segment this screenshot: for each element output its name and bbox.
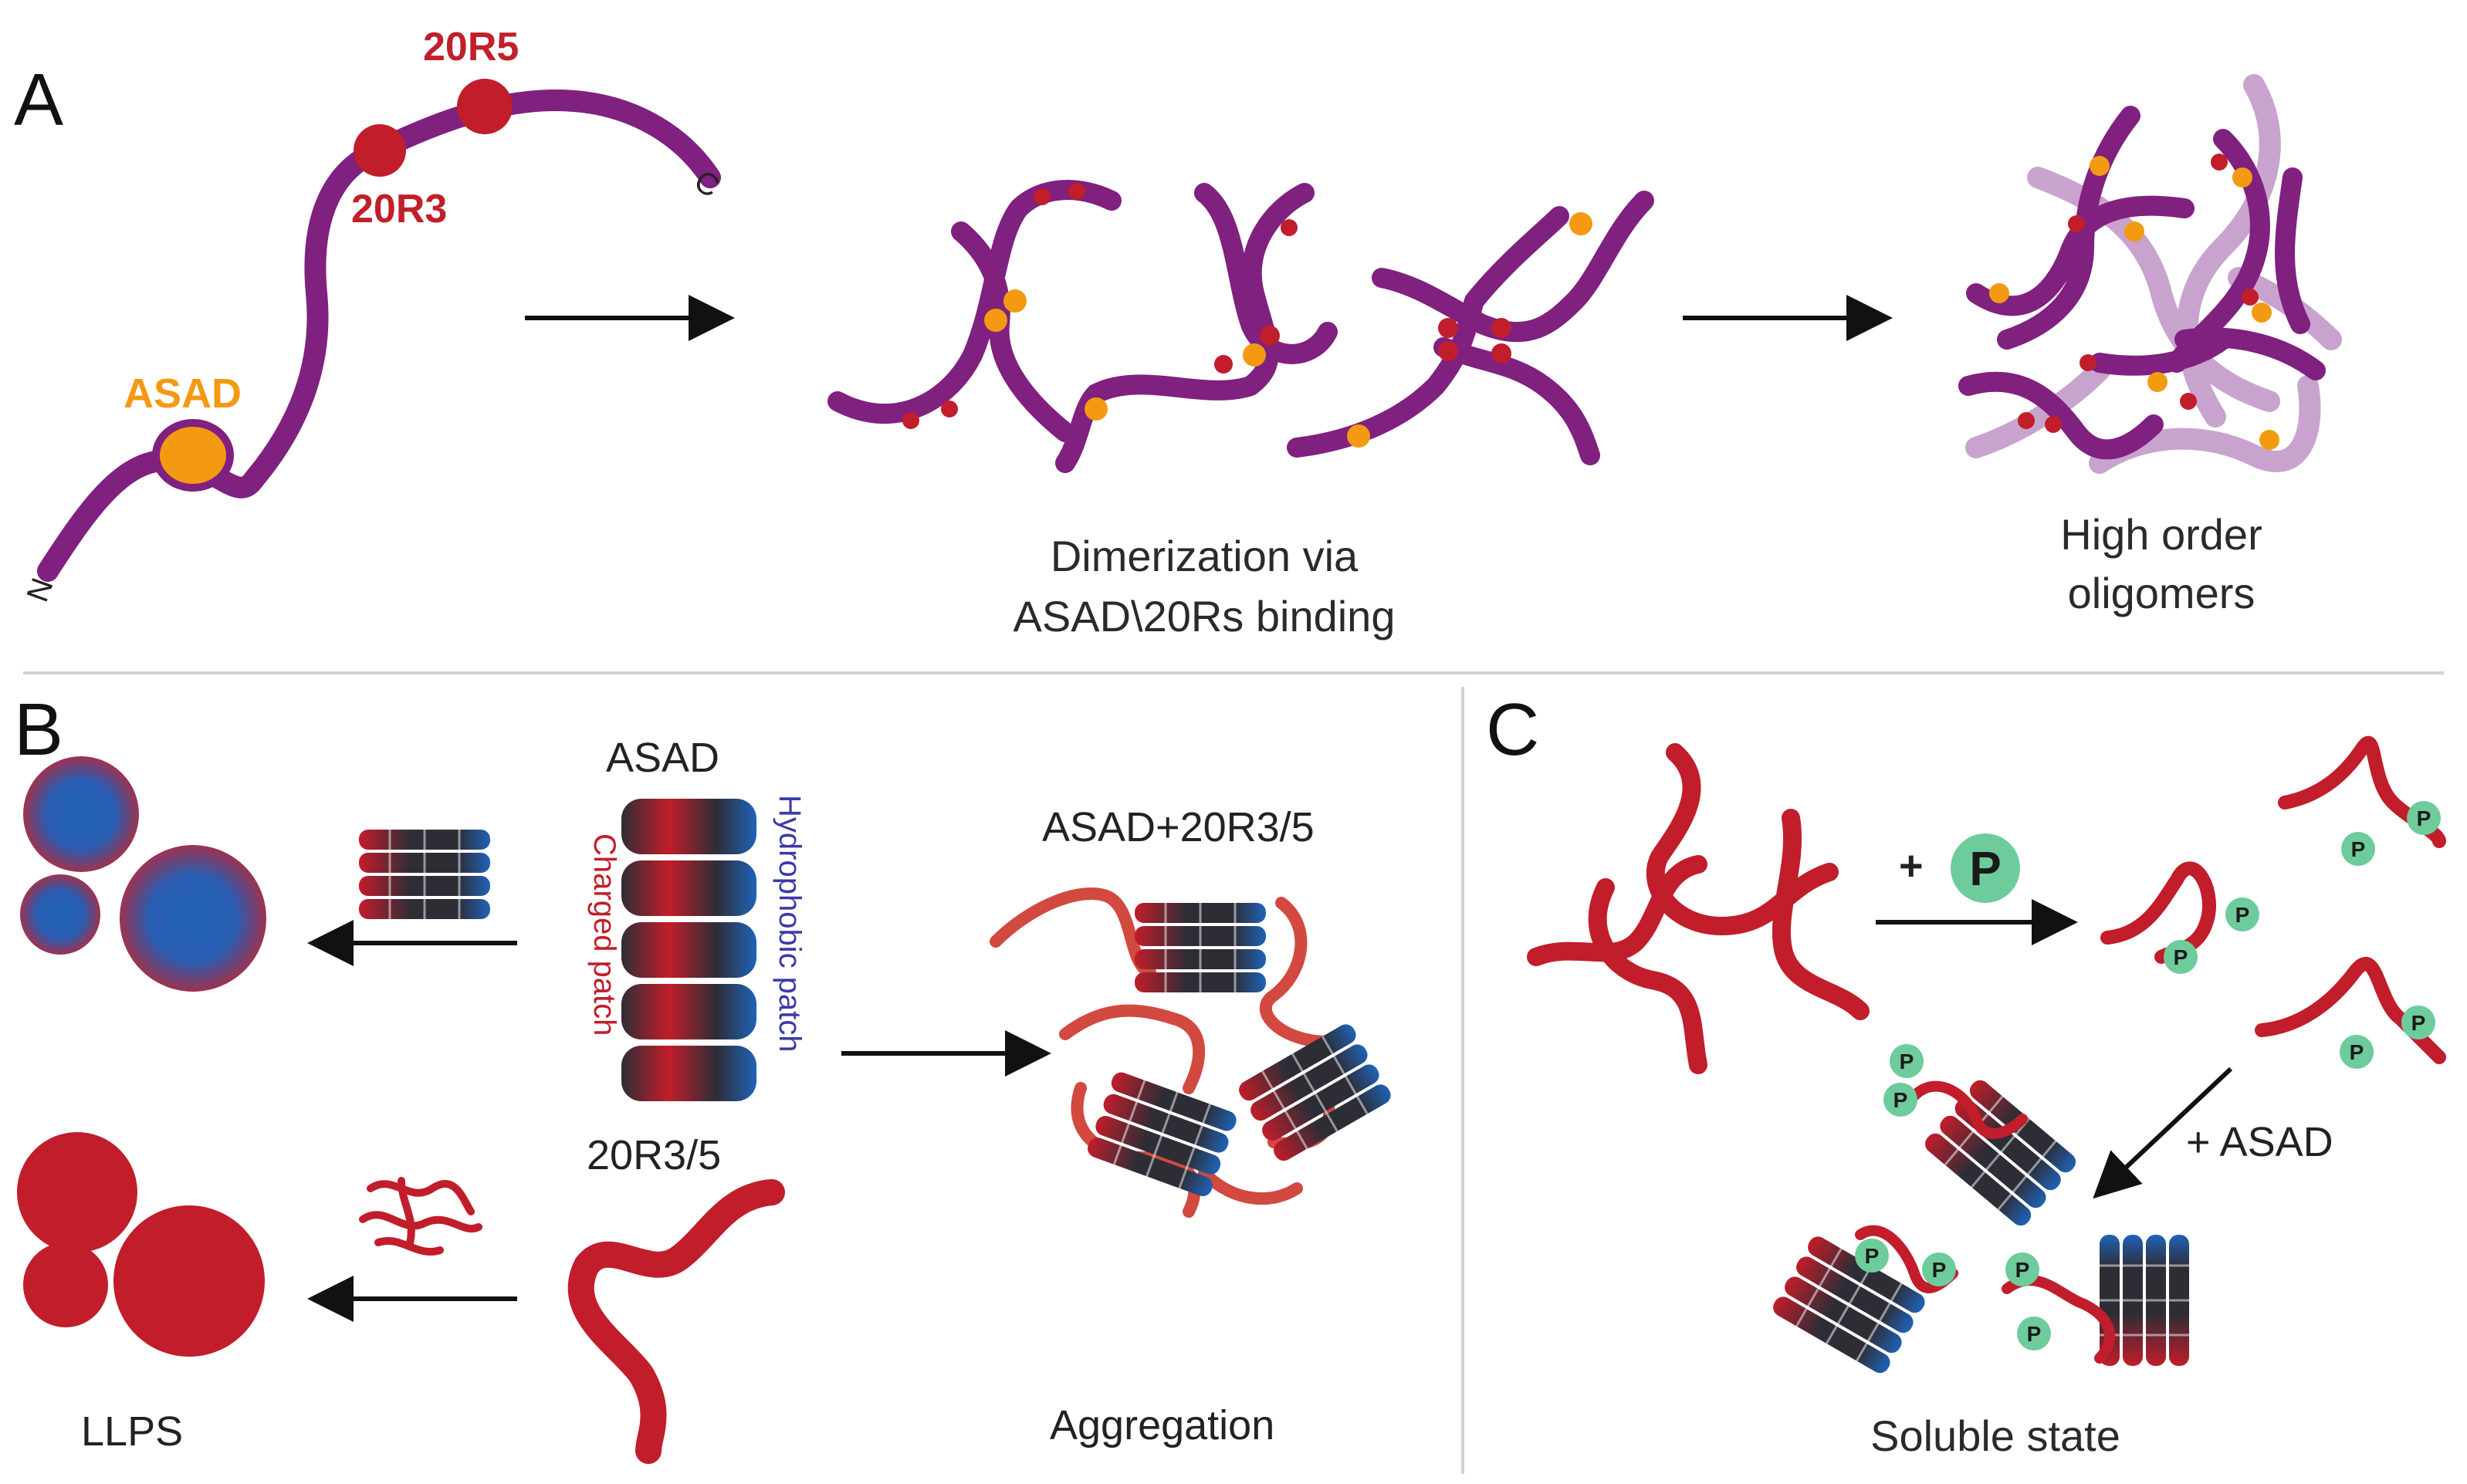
asad-helix-label: ASAD [606, 735, 719, 781]
dimerization-caption-1: Dimerization via [1051, 532, 1359, 580]
20r5-marker [457, 79, 513, 134]
hydrophobic-patch-label: Hydrophobic patch [773, 795, 807, 1053]
phosphorylated-chain-3 [2255, 957, 2446, 1069]
20r-tangle-large [1527, 743, 1870, 1074]
20r3-marker [354, 124, 406, 177]
soluble-complex-2 [1768, 1225, 1958, 1378]
aggregation-complex [990, 887, 1396, 1218]
llps-label: LLPS [81, 1408, 183, 1455]
asad-helix-small [357, 828, 492, 921]
oligomer-network [1958, 74, 2342, 474]
20r35-chain [567, 1179, 785, 1464]
protein-chain-full-length [37, 79, 721, 582]
phosphorylated-chain-2 [2278, 735, 2446, 866]
soluble-complex-1 [1883, 1044, 2081, 1231]
dimer-2 [1055, 183, 1338, 473]
phosphate-bubble-large: P [1951, 833, 2020, 903]
complex-label: ASAD+20R3/5 [1042, 804, 1315, 850]
dimer-3 [1287, 191, 1654, 465]
llps-droplets-asad [20, 756, 266, 992]
aggregation-label: Aggregation [1050, 1402, 1274, 1449]
20r35-label: 20R3/5 [587, 1132, 721, 1178]
oligomer-caption-1: High order [2060, 510, 2262, 559]
20r3-label: 20R3 [351, 187, 447, 232]
20r-tangle-small [359, 1177, 482, 1256]
dimerization-caption-2: ASAD\20Rs binding [1014, 592, 1396, 641]
panel-b-letter: B [14, 688, 63, 771]
charged-patch-label: Charged patch [587, 833, 621, 1036]
20r5-label: 20R5 [423, 25, 519, 69]
plus-asad-label: + ASAD [2186, 1119, 2333, 1165]
oligomer-caption-2: oligomers [2068, 569, 2255, 617]
panel-c-letter: C [1486, 688, 1539, 771]
soluble-complex-3 [2002, 1233, 2191, 1367]
arrow-c-asad [2093, 1067, 2233, 1199]
panel-a-letter: A [14, 59, 63, 141]
dimer-1 [827, 180, 1122, 442]
asad-domain-marker [152, 419, 234, 492]
asad-helix-large [621, 799, 756, 1101]
plus-p-sign: + [1899, 843, 1924, 889]
soluble-state-label: Soluble state [1870, 1411, 2120, 1460]
asad-label: ASAD [124, 370, 242, 417]
svg-text:P: P [1969, 843, 2001, 896]
llps-droplets-20r [17, 1132, 265, 1357]
phosphorylated-chain-1 [2100, 861, 2259, 974]
